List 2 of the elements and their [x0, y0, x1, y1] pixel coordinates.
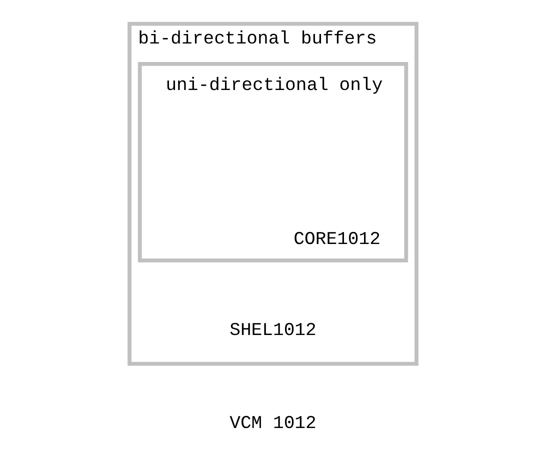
label: VCM 1012 [229, 414, 316, 434]
node-box: uni-directional only CORE1012 [137, 62, 408, 262]
